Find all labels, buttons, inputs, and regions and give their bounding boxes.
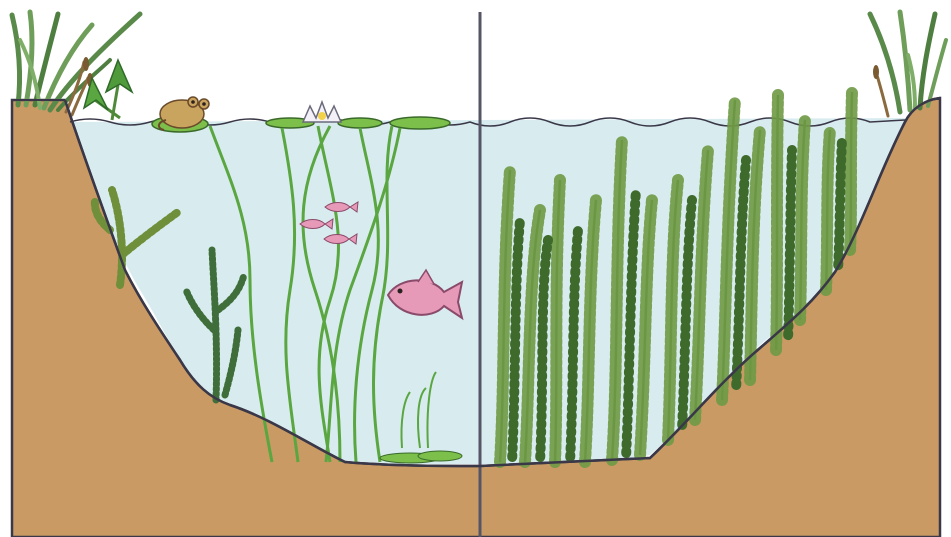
cattail-heads-right <box>873 65 879 79</box>
lily-pads <box>266 117 450 129</box>
